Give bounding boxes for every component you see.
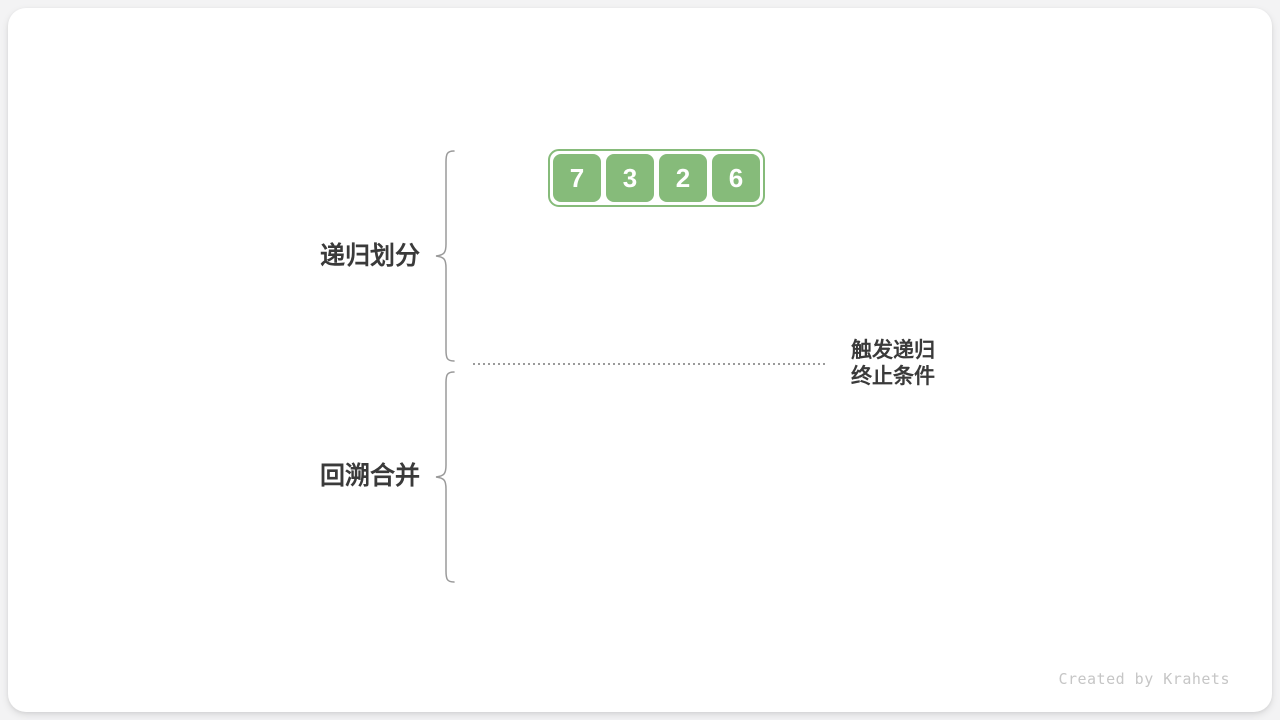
array-cell: 3 xyxy=(606,154,654,202)
bottom-brace-icon xyxy=(435,371,455,583)
termination-annotation: 触发递归 终止条件 xyxy=(851,338,935,390)
array-container: 7 3 2 6 xyxy=(548,149,765,207)
label-recursive-divide: 递归划分 xyxy=(319,242,420,270)
termination-annotation-line1: 触发递归 xyxy=(851,339,935,362)
array-cell: 6 xyxy=(712,154,760,202)
array-cell: 2 xyxy=(659,154,707,202)
label-backtrack-merge: 回溯合并 xyxy=(319,462,420,490)
top-brace-icon xyxy=(435,150,455,362)
array-cell: 7 xyxy=(553,154,601,202)
canvas-card: 7 3 2 6 递归划分 回溯合并 触发递归 终止条件 Created by K… xyxy=(8,8,1272,712)
termination-dotted-line xyxy=(473,363,825,365)
termination-annotation-line2: 终止条件 xyxy=(851,365,935,388)
watermark: Created by Krahets xyxy=(1058,670,1230,688)
